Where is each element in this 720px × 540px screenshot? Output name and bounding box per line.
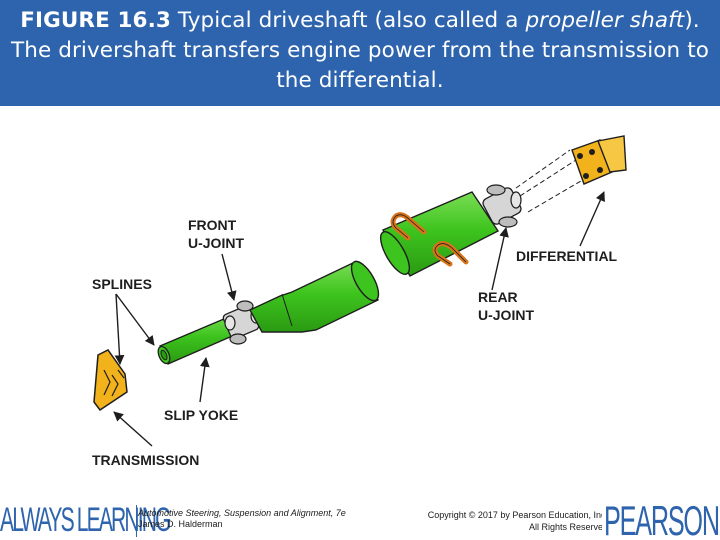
book-title: Automotive Steering, Suspension and Alig… [138,508,346,518]
footer-divider [136,505,137,537]
figure-caption: FIGURE 16.3 Typical driveshaft (also cal… [0,6,720,96]
alignment-lines [515,149,587,213]
differential-flange [571,135,627,185]
driveshaft-diagram: FRONT U-JOINT SPLINES DIFFERENTIAL REAR … [92,135,627,468]
caption-italic: propeller shaft [525,8,685,33]
label-splines: SPLINES [92,276,152,292]
callout-arrows [113,191,605,447]
copyright-notice: Copyright © 2017 by Pearson Education, I… [348,509,608,533]
footer [0,497,720,540]
pearson-logo-box: PEARSON [602,500,720,540]
label-rear-ujoint-1: REAR [478,289,518,305]
caption-text-1: Typical driveshaft (also called a [170,8,526,33]
label-rear-ujoint-2: U-JOINT [478,307,534,323]
rear-ujoint [482,184,522,228]
driveshaft-tube-front [249,260,380,333]
label-transmission: TRANSMISSION [92,452,199,468]
transmission-housing [93,349,128,412]
driveshaft-tube-rear [379,191,500,277]
book-credit: Automotive Steering, Suspension and Alig… [138,508,346,530]
always-learning-logo: ALWAYS LEARNING [0,501,172,539]
copyright-line: Copyright © 2017 by Pearson Education, I… [427,510,608,520]
caption-banner: FIGURE 16.3 Typical driveshaft (also cal… [0,0,720,106]
book-author: James D. Halderman [138,519,223,529]
front-ujoint [222,300,262,345]
figure-number: FIGURE 16.3 [20,8,171,33]
slip-yoke-shaft [157,312,247,365]
label-slip-yoke: SLIP YOKE [164,407,238,423]
rights-line: All Rights Reserved [528,522,608,532]
label-front-ujoint-1: FRONT [188,217,237,233]
caption-text-2: ). The drivershaft transfers engine powe… [11,8,709,93]
label-differential: DIFFERENTIAL [516,248,618,264]
u-bolt-outline [392,214,467,265]
label-front-ujoint-2: U-JOINT [188,235,244,251]
pearson-logo: PEARSON [604,500,720,540]
